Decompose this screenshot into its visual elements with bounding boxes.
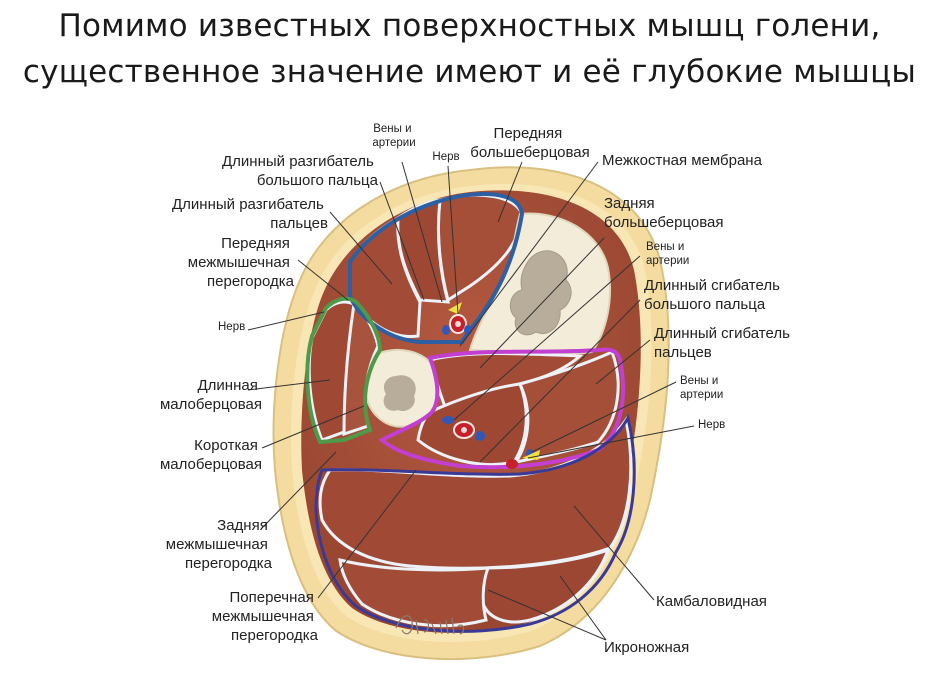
- label-ext-hallucis-longus: Длинный разгибатель большого пальца: [222, 153, 379, 189]
- artist-signature: [395, 615, 465, 635]
- label-interosseous-membrane: Межкостная мембрана: [602, 152, 763, 169]
- gastrocnemius-lateral-head: [338, 558, 491, 628]
- label-peroneus-longus: Длинная малоберцовая: [160, 377, 262, 413]
- label-peroneus-brevis: Короткая малоберцовая: [160, 437, 262, 473]
- lateral-compartment-outline: [305, 296, 383, 445]
- tibia-marrow: [509, 250, 572, 336]
- superficial-posterior-compartment-outline: [314, 413, 636, 633]
- label-anterior-septum: Передняя межмышечная перегородка: [188, 235, 295, 290]
- label-nerve-right: Нерв: [698, 419, 725, 431]
- label-nerve-top: Нерв: [432, 151, 459, 163]
- flex-digitorum-longus-muscle: [512, 349, 620, 465]
- soleus-muscle: [318, 416, 633, 570]
- title-line-2: существенное значение имеют и её глубоки…: [22, 54, 917, 90]
- label-nerve-left: Нерв: [218, 321, 245, 333]
- anterior-neurovascular-bundle: [442, 302, 472, 335]
- deep-posterior-compartment-outline: [378, 347, 626, 470]
- title-line-1: Помимо известных поверхностных мышц голе…: [58, 8, 881, 44]
- label-anterior-tibial: Передняя большеберцовая: [470, 125, 590, 161]
- label-transverse-septum: Поперечная межмышечная перегородка: [212, 589, 319, 644]
- label-soleus: Камбаловидная: [656, 593, 767, 610]
- anterior-compartment-outline: [348, 192, 525, 344]
- leader-lines: [247, 161, 695, 641]
- label-flex-digitorum-longus: Длинный сгибатель пальцев: [654, 325, 794, 361]
- posterior-tibial-neurovascular-bundle: [442, 416, 485, 441]
- label-veins-arteries-mid: Вены и артерии: [646, 241, 689, 267]
- label-flex-hallucis-longus: Длинный сгибатель большого пальца: [644, 277, 784, 313]
- label-veins-arteries-right: Вены и артерии: [680, 375, 723, 401]
- label-gastrocnemius: Икроножная: [604, 639, 689, 656]
- label-ext-digitorum-longus: Длинный разгибатель пальцев: [172, 196, 328, 232]
- label-veins-arteries-top: Вены и артерии: [372, 123, 415, 149]
- label-posterior-septum: Задняя межмышечная перегородка: [166, 517, 273, 572]
- label-posterior-tibial: Задняя большеберцовая: [604, 195, 724, 231]
- fibula-marrow: [383, 375, 416, 412]
